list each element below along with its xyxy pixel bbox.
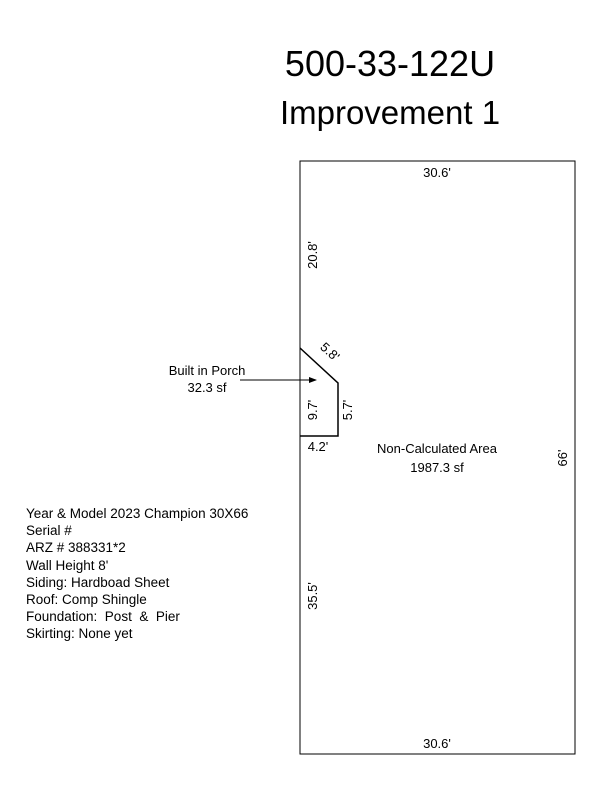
porch-area: 32.3 sf <box>187 380 226 395</box>
dim-top-width: 30.6' <box>423 165 451 180</box>
porch-label: Built in Porch <box>169 363 246 378</box>
improvement-title: Improvement 1 <box>279 94 501 131</box>
dim-porch-inner-height: 9.7' <box>305 400 320 421</box>
dim-left-upper: 20.8' <box>305 241 320 269</box>
porch-outline <box>299 347 339 437</box>
detail-foundation: Foundation: Post & Pier <box>26 609 180 625</box>
parcel-id-title: 500-33-122U <box>284 43 496 84</box>
main-area-size: 1987.3 sf <box>410 460 464 475</box>
detail-skirting: Skirting: None yet <box>26 626 133 642</box>
dim-bottom-width: 30.6' <box>423 736 451 751</box>
dim-right-depth: 66' <box>555 450 570 467</box>
dim-porch-bottom: 4.2' <box>308 439 329 454</box>
improvement-details: Year & Model 2023 Champion 30X66 Serial … <box>26 505 248 643</box>
detail-arz: ARZ # 388331*2 <box>26 540 126 556</box>
main-area-outline <box>299 160 576 755</box>
detail-roof: Roof: Comp Shingle <box>26 592 147 608</box>
dim-porch-outer-height: 5.7' <box>340 400 355 421</box>
detail-wall-height: Wall Height 8' <box>26 557 109 573</box>
main-area-label: Non-Calculated Area <box>377 441 498 456</box>
detail-serial: Serial # <box>26 523 72 539</box>
detail-siding: Siding: Hardboad Sheet <box>26 574 170 590</box>
dim-porch-diagonal: 5.8' <box>317 339 342 364</box>
dim-left-lower: 35.5' <box>305 582 320 610</box>
detail-year-model: Year & Model 2023 Champion 30X66 <box>26 506 249 521</box>
